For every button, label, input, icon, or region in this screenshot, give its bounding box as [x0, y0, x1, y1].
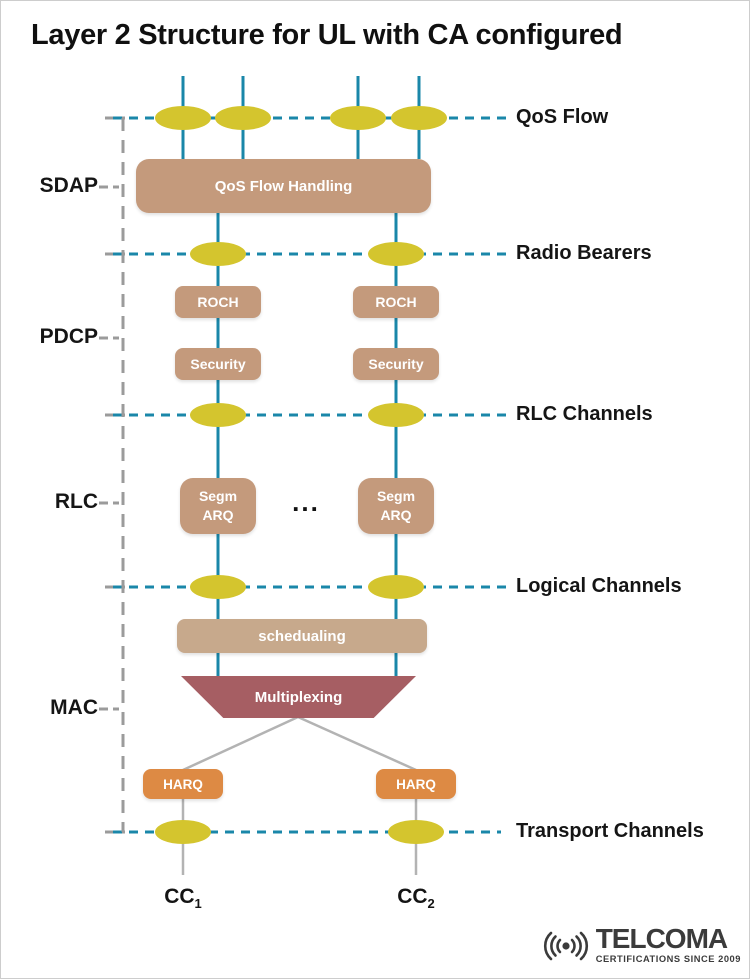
layer-label-rlc: RLC	[54, 490, 98, 513]
segm-arq-box: Segm ARQ	[358, 478, 434, 534]
security-box: Security	[175, 348, 261, 380]
layer-label-pdcp: PDCP	[39, 325, 98, 348]
logical-channel-ellipse	[368, 575, 424, 599]
multiplexing-trapezoid: Multiplexing	[181, 676, 416, 718]
logical-channel-ellipse	[190, 575, 246, 599]
harq-box: HARQ	[143, 769, 223, 799]
radio-bearer-ellipse	[190, 242, 246, 266]
channel-label-radio-bearers: Radio Bearers	[516, 242, 652, 264]
layer-label-mac: MAC	[50, 696, 98, 719]
channel-label-logical-channels: Logical Channels	[516, 575, 682, 597]
rlc-channel-ellipse	[190, 403, 246, 427]
logo-tagline: CERTIFICATIONS SINCE 2009	[595, 953, 741, 964]
security-box: Security	[353, 348, 439, 380]
carrier-label-cc1: CC1	[164, 885, 202, 912]
harq-box: HARQ	[376, 769, 456, 799]
transport-channel-ellipse	[388, 820, 444, 844]
scheduling-box: schedualing	[177, 619, 427, 653]
segm-arq-box: Segm ARQ	[180, 478, 256, 534]
qos-flow-ellipse	[215, 106, 271, 130]
channel-label-transport-channels: Transport Channels	[516, 820, 704, 842]
roch-box: ROCH	[353, 286, 439, 318]
ellipsis-dots: ...	[292, 487, 320, 517]
carrier-label-cc2: CC2	[397, 885, 435, 912]
roch-box: ROCH	[175, 286, 261, 318]
channel-label-rlc-channels: RLC Channels	[516, 403, 653, 425]
qos-flow-handling-box: QoS Flow Handling	[136, 159, 431, 213]
transport-channel-ellipse	[155, 820, 211, 844]
layer-label-sdap: SDAP	[39, 174, 98, 197]
qos-flow-ellipse	[330, 106, 386, 130]
qos-flow-ellipse	[391, 106, 447, 130]
logo-name: TELCOMA	[595, 922, 728, 954]
radio-bearer-ellipse	[368, 242, 424, 266]
rlc-channel-ellipse	[368, 403, 424, 427]
page-title: Layer 2 Structure for UL with CA configu…	[31, 19, 623, 51]
telcoma-logo: TELCOMA CERTIFICATIONS SINCE 2009	[540, 921, 741, 967]
channel-label-qos-flow: QoS Flow	[516, 106, 609, 128]
qos-flow-ellipse	[155, 106, 211, 130]
telcoma-radio-waves-icon	[543, 931, 588, 961]
